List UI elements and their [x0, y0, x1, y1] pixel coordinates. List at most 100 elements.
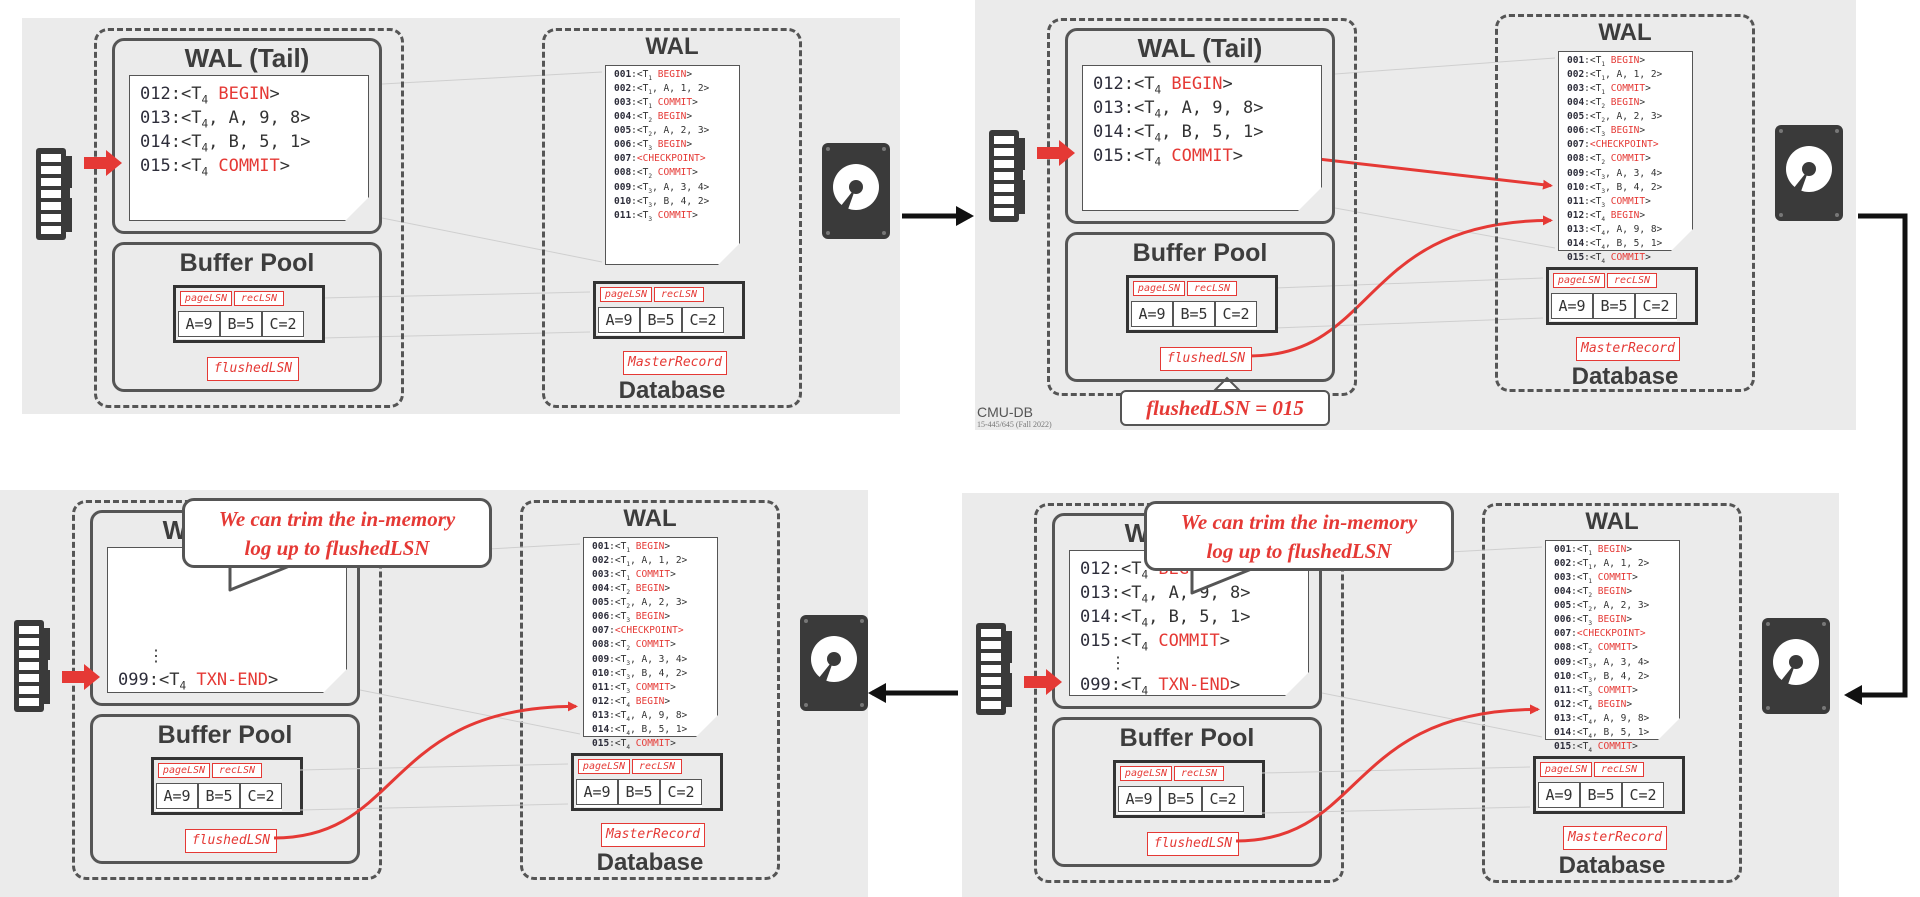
- log-entry: 001:<T1 BEGIN>: [1554, 545, 1649, 557]
- log-prefix: :<T: [1571, 614, 1589, 626]
- wal-tail-box: WAL (Tail)012:<T4 BEGIN>013:<T4, A, 9, 8…: [1065, 28, 1335, 224]
- page-fold: [1671, 229, 1693, 251]
- wal-tail-box: WAL (Tail)012:<T4 BEGIN>013:<T4, A, 9, 8…: [112, 38, 382, 234]
- rec-lsn-tag: recLSN: [632, 759, 682, 774]
- log-suffix: >: [670, 681, 676, 693]
- log-lsn: 011: [1554, 684, 1572, 696]
- log-txn-subscript: 2: [626, 589, 631, 597]
- log-prefix: :<T: [1584, 83, 1602, 95]
- wal-disk-paper: 001:<T1 BEGIN>002:<T1, A, 1, 2>003:<T1 C…: [1558, 51, 1693, 264]
- log-prefix: :<T: [1584, 69, 1602, 81]
- current-position-arrow-icon: [1037, 140, 1075, 166]
- rec-lsn-tag: recLSN: [1174, 766, 1224, 781]
- master-record-tag: MasterRecord: [1576, 337, 1680, 361]
- log-lsn: 014: [1093, 122, 1124, 142]
- log-prefix: :<T: [1110, 583, 1142, 603]
- log-prefix: :<T: [609, 597, 627, 609]
- guide-line: [1274, 277, 1544, 289]
- log-prefix: :<T: [1584, 167, 1602, 179]
- disk-log-list: 001:<T1 BEGIN>002:<T1, A, 1, 2>003:<T1 C…: [592, 542, 687, 753]
- log-entry: 011:<T3 COMMIT>: [592, 681, 687, 695]
- log-record-type: BEGIN: [1597, 544, 1627, 555]
- cell-c: C=2: [262, 311, 304, 337]
- wal-disk-title: WAL: [645, 33, 699, 60]
- log-entry: 015:<T4 COMMIT>: [1567, 253, 1662, 265]
- cell-a: A=9: [1131, 301, 1173, 327]
- log-middle: , B, 5, 1: [208, 132, 301, 152]
- log-lsn: 012: [1080, 559, 1111, 579]
- rec-lsn-tag: recLSN: [654, 287, 704, 302]
- log-middle: , A, 9, 8: [208, 108, 301, 128]
- log-lsn: 002: [592, 555, 610, 567]
- log-entry: 014:<T4, B, 5, 1>: [1093, 122, 1263, 144]
- hard-disk-icon: [1762, 618, 1830, 714]
- log-suffix: >: [1643, 726, 1650, 738]
- log-record-type: BEGIN: [1610, 209, 1640, 221]
- cell-a: A=9: [1551, 293, 1593, 319]
- log-prefix: :<T: [631, 125, 649, 137]
- log-txn-subscript: 4: [1154, 83, 1162, 97]
- log-middle: , A, 3, 4: [1605, 167, 1657, 179]
- wal-disk-paper: 001:<T1 BEGIN>002:<T1, A, 1, 2>003:<T1 C…: [1545, 540, 1680, 753]
- log-txn-subscript: 4: [201, 93, 209, 107]
- guide-line: [1261, 766, 1531, 774]
- log-middle: , A, 9, 8: [630, 709, 682, 721]
- wal-disk-paper: 001:<T1 BEGIN>002:<T1, A, 1, 2>003:<T1 C…: [583, 537, 718, 750]
- log-record-type: COMMIT: [1610, 195, 1646, 207]
- log-prefix: :<T: [1571, 586, 1589, 598]
- page-fold: [345, 197, 369, 221]
- log-lsn: 011: [592, 681, 610, 693]
- log-lsn: 012: [1567, 209, 1585, 221]
- flushed-lsn-pointer-arrow: [273, 701, 578, 840]
- log-record-type: BEGIN: [1610, 55, 1640, 66]
- log-lsn: 015: [140, 156, 171, 176]
- log-prefix: :: [1571, 628, 1577, 640]
- wal-tail-paper: ⋮099:<T4 TXN-END>: [107, 547, 347, 693]
- log-suffix: >: [1632, 740, 1638, 752]
- log-entry: 007:<CHECKPOINT>: [1554, 629, 1649, 641]
- cell-b: B=5: [640, 307, 682, 333]
- cell-c: C=2: [1202, 786, 1244, 812]
- log-entry: 001:<T1 BEGIN>: [614, 70, 709, 82]
- panel-step4: WAL (Tail)⋮099:<T4 TXN-END>Buffer Poolpa…: [0, 490, 868, 897]
- log-entry: 015:<T4 COMMIT>: [1093, 146, 1243, 168]
- log-lsn: 015: [1080, 631, 1111, 651]
- log-prefix: :<T: [1123, 122, 1155, 142]
- log-lsn: 001: [592, 541, 610, 552]
- log-suffix: >: [681, 723, 688, 735]
- log-txn-subscript: 4: [201, 165, 209, 179]
- log-prefix: :<T: [1571, 684, 1589, 696]
- log-middle: , A, 9, 8: [1605, 223, 1657, 235]
- log-record-type: BEGIN: [635, 541, 665, 552]
- log-suffix: >: [279, 156, 291, 176]
- log-suffix: >: [1656, 181, 1663, 193]
- log-prefix: :: [609, 625, 615, 637]
- log-lsn: 015: [592, 737, 610, 749]
- log-suffix: >: [1230, 675, 1241, 695]
- log-prefix: :<T: [1123, 74, 1155, 94]
- log-prefix: :<T: [609, 723, 627, 735]
- log-lsn: 003: [592, 569, 610, 581]
- log-suffix: >: [692, 97, 698, 109]
- log-lsn: 013: [1554, 712, 1572, 724]
- log-middle: , A, 2, 3: [1605, 111, 1657, 123]
- log-suffix: >: [1645, 195, 1651, 207]
- log-prefix: :<T: [1584, 195, 1602, 207]
- cell-a: A=9: [156, 783, 198, 809]
- log-txn-subscript: 4: [1154, 155, 1162, 169]
- log-prefix: :<T: [609, 555, 627, 567]
- log-entry: 012:<T4 BEGIN>: [592, 696, 687, 709]
- log-txn-subscript: 2: [1588, 592, 1593, 600]
- log-middle: , A, 1, 2: [1592, 558, 1644, 570]
- log-prefix: :<T: [1571, 572, 1589, 584]
- guide-line: [1334, 57, 1556, 75]
- log-entry: 014:<T4, B, 5, 1>: [592, 725, 687, 737]
- log-middle: , A, 1, 2: [630, 555, 682, 567]
- log-prefix: :<T: [148, 670, 180, 690]
- log-txn-subscript: 3: [626, 687, 631, 695]
